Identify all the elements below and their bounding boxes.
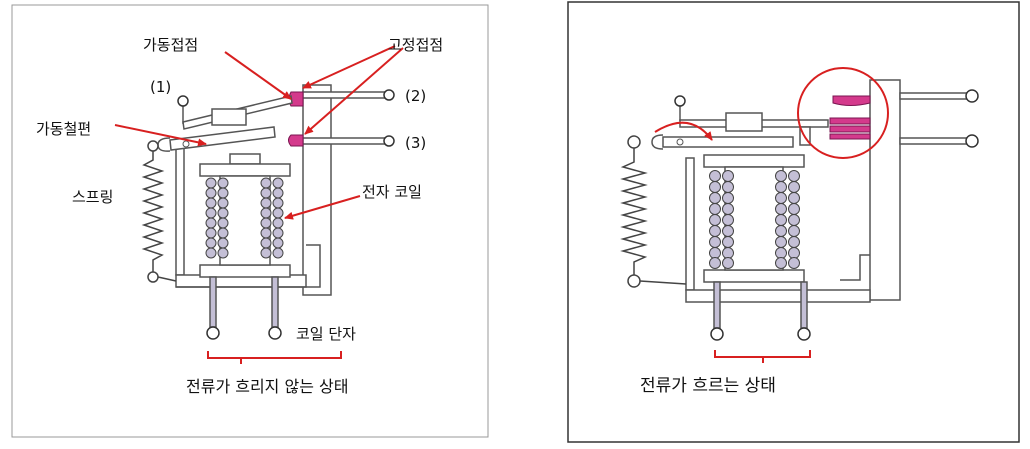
label-fixed-contact: 고정접점 bbox=[388, 36, 443, 54]
terminal-brace bbox=[207, 351, 342, 364]
right-caption: 전류가 흐르는 상태 bbox=[640, 376, 776, 396]
terminal-2-node bbox=[383, 89, 395, 101]
left-caption: 전류가 흐리지 않는 상태 bbox=[186, 377, 348, 396]
label-spring: 스프링 bbox=[72, 188, 113, 206]
label-coil: 전자 코일 bbox=[362, 183, 422, 201]
terminal-2-node-energized bbox=[965, 89, 979, 103]
armature-motion-arrow bbox=[654, 121, 713, 141]
coil-terminal-right bbox=[268, 326, 282, 340]
contacts-energized bbox=[829, 95, 871, 140]
contact-highlight-circle bbox=[797, 67, 889, 159]
spring-energized bbox=[620, 135, 687, 288]
label-arrows bbox=[114, 45, 404, 220]
movable-contact-arm bbox=[182, 95, 293, 130]
label-movable-contact: 가동접점 bbox=[143, 36, 198, 54]
label-terminal-3: (3) bbox=[405, 134, 426, 152]
right-panel: 전류가 흐르는 상태 bbox=[567, 1, 1020, 443]
coil-terminal-left bbox=[206, 326, 220, 340]
electromagnetic-coil bbox=[205, 177, 284, 259]
terminal-3-node-energized bbox=[965, 134, 979, 148]
coil-assembly-energized bbox=[703, 154, 805, 283]
terminal-brace-energized bbox=[714, 350, 811, 363]
spring bbox=[141, 140, 177, 283]
terminal-1-node bbox=[177, 95, 189, 107]
label-coil-terminal: 코일 단자 bbox=[296, 325, 356, 343]
label-terminal-2: (2) bbox=[405, 87, 426, 105]
terminal-3-node bbox=[383, 135, 395, 147]
left-panel: 가동접점 고정접점 (1) (2) (3) 가동철편 스프링 전자 코일 코일 … bbox=[11, 4, 489, 438]
armature bbox=[157, 126, 276, 152]
label-terminal-1: (1) bbox=[150, 78, 171, 96]
relay-frame-energized bbox=[685, 79, 901, 303]
terminal-1-node-energized bbox=[674, 95, 686, 107]
coil-terminal-right-energized bbox=[797, 327, 811, 341]
coil-terminal-left-energized bbox=[710, 327, 724, 341]
electromagnetic-coil-energized bbox=[709, 170, 800, 269]
armature-energized bbox=[651, 134, 794, 150]
label-armature: 가동철편 bbox=[36, 120, 91, 138]
